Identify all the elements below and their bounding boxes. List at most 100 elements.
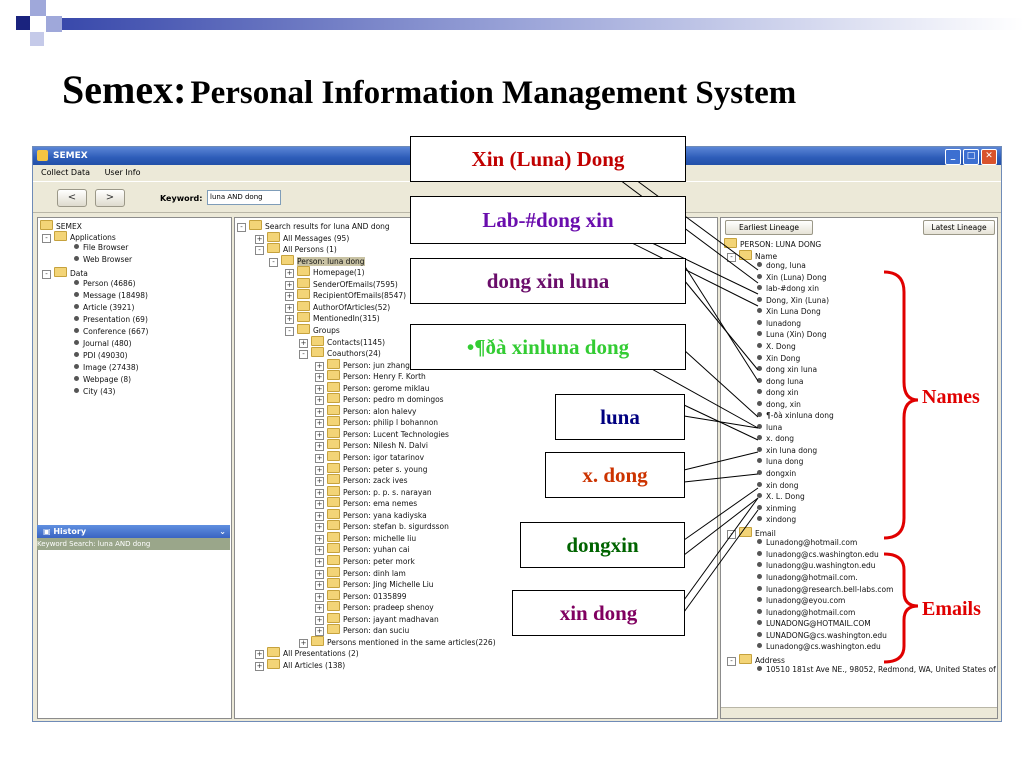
email-item[interactable]: Lunadong@cs.washington.edu <box>757 642 881 652</box>
tree-image[interactable]: Image (27438) <box>74 363 139 373</box>
collapse-icon[interactable]: - <box>727 252 736 262</box>
tree-message[interactable]: Message (18498) <box>74 291 148 301</box>
email-item[interactable]: Lunadong@hotmail.com <box>757 538 857 548</box>
tree-coauthor-person[interactable]: +Person: pedro m domingos <box>315 393 444 406</box>
name-item[interactable]: Xin (Luna) Dong <box>757 273 827 283</box>
expand-icon[interactable]: + <box>285 269 294 279</box>
expand-icon[interactable]: + <box>315 627 324 637</box>
tree-coauthor-person[interactable]: +Person: jun zhang <box>315 358 410 371</box>
tree-conference[interactable]: Conference (667) <box>74 327 148 337</box>
tree-all-presentations[interactable]: +All Presentations (2) <box>255 647 359 660</box>
tree-coauthor-person[interactable]: +Person: peter s. young <box>315 462 427 475</box>
tree-search-root[interactable]: -Search results for luna AND dong <box>237 220 390 232</box>
tree-coauthor-person[interactable]: +Person: igor tatarinov <box>315 451 424 463</box>
back-button[interactable]: < <box>57 189 87 207</box>
expand-icon[interactable]: + <box>299 338 308 348</box>
name-item[interactable]: lab-#dong xin <box>757 284 819 294</box>
email-item[interactable]: lunadong@hotmail.com. <box>757 573 858 583</box>
expand-icon[interactable]: + <box>315 361 324 371</box>
tree-prop[interactable]: +AuthorOfArticles(52) <box>285 300 390 313</box>
expand-icon[interactable]: + <box>315 546 324 556</box>
name-folder[interactable]: -Name <box>727 249 777 262</box>
collapse-icon[interactable]: - <box>269 257 278 267</box>
tree-coauthor-person[interactable]: +Person: Lucent Technologies <box>315 427 449 440</box>
name-item[interactable]: dong, luna <box>757 261 806 271</box>
expand-icon[interactable]: + <box>299 638 308 648</box>
name-item[interactable]: Luna (Xin) Dong <box>757 330 827 340</box>
tree-coauthor-person[interactable]: +Person: 0135899 <box>315 589 407 602</box>
expand-icon[interactable]: + <box>315 523 324 533</box>
tree-coauthor-person[interactable]: +Person: ema nemes <box>315 497 417 510</box>
email-item[interactable]: lunadong@u.washington.edu <box>757 561 875 571</box>
expand-icon[interactable]: + <box>255 234 264 244</box>
expand-icon[interactable]: + <box>315 500 324 510</box>
tree-web-browser[interactable]: Web Browser <box>74 255 132 265</box>
name-item[interactable]: dongxin <box>757 469 796 479</box>
name-item[interactable]: Xin Luna Dong <box>757 307 821 317</box>
email-item[interactable]: lunadong@research.bell-labs.com <box>757 585 893 595</box>
name-item[interactable]: xin luna dong <box>757 446 817 456</box>
name-item[interactable]: xinming <box>757 504 796 514</box>
name-item[interactable]: dong luna <box>757 377 803 387</box>
latest-lineage-button[interactable]: Latest Lineage <box>923 220 995 235</box>
tree-coauthor-person[interactable]: +Person: p. p. s. narayan <box>315 485 432 498</box>
tree-coauthor-person[interactable]: +Person: alon halevy <box>315 404 416 417</box>
tree-coauthors[interactable]: -Coauthors(24) <box>299 347 381 360</box>
address-folder[interactable]: -Address <box>727 653 785 666</box>
history-panel-header[interactable]: ▣ History ⌄ <box>37 525 230 538</box>
tree-prop[interactable]: +Homepage(1) <box>285 266 365 279</box>
menu-user-info[interactable]: User Info <box>104 168 141 177</box>
tree-groups[interactable]: -Groups <box>285 323 340 336</box>
expand-icon[interactable]: + <box>315 615 324 625</box>
earliest-lineage-button[interactable]: Earliest Lineage <box>725 220 813 235</box>
expand-icon[interactable]: + <box>285 280 294 290</box>
expand-icon[interactable]: + <box>315 488 324 498</box>
keyword-input[interactable]: luna AND dong <box>207 190 281 205</box>
expand-icon[interactable]: + <box>255 650 264 660</box>
close-icon[interactable]: ✕ <box>981 149 997 165</box>
collapse-icon[interactable]: - <box>727 656 736 666</box>
tree-coauthor-person[interactable]: +Person: michelle liu <box>315 531 416 544</box>
email-item[interactable]: lunadong@hotmail.com <box>757 608 855 618</box>
expand-icon[interactable]: + <box>315 477 324 487</box>
expand-icon[interactable]: + <box>315 373 324 383</box>
tree-all-persons[interactable]: -All Persons (1) <box>255 243 337 256</box>
expand-icon[interactable]: + <box>285 292 294 302</box>
name-item[interactable]: xindong <box>757 515 796 525</box>
tree-person[interactable]: Person (4686) <box>74 279 136 289</box>
expand-icon[interactable]: + <box>285 315 294 325</box>
expand-icon[interactable]: + <box>315 384 324 394</box>
tree-city[interactable]: City (43) <box>74 387 115 397</box>
tree-presentation[interactable]: Presentation (69) <box>74 315 148 325</box>
tree-coauthor-person[interactable]: +Person: Henry F. Korth <box>315 370 426 383</box>
name-item[interactable]: xin dong <box>757 481 799 491</box>
expand-icon[interactable]: + <box>315 592 324 602</box>
expand-icon[interactable]: + <box>315 569 324 579</box>
expand-icon[interactable]: + <box>315 430 324 440</box>
name-item[interactable]: X. Dong <box>757 342 796 352</box>
name-item[interactable]: ¶-ðà xinluna dong <box>757 411 834 421</box>
tree-file-browser[interactable]: File Browser <box>74 243 128 253</box>
person-header[interactable]: PERSON: LUNA DONG <box>724 238 821 250</box>
minimize-icon[interactable]: _ <box>945 149 961 165</box>
tree-coauthor-person[interactable]: +Person: philip l bohannon <box>315 416 438 429</box>
collapse-icon[interactable]: - <box>285 326 294 336</box>
tree-journal[interactable]: Journal (480) <box>74 339 132 349</box>
tree-coauthor-person[interactable]: +Person: peter mork <box>315 554 415 567</box>
tree-prop[interactable]: +MentionedIn(315) <box>285 312 380 325</box>
horizontal-scrollbar[interactable] <box>721 707 997 718</box>
collapse-icon[interactable]: - <box>42 270 51 279</box>
email-item[interactable]: LUNADONG@cs.washington.edu <box>757 631 887 641</box>
tree-all-messages[interactable]: +All Messages (95) <box>255 231 349 244</box>
name-item[interactable]: Dong, Xin (Luna) <box>757 296 829 306</box>
email-item[interactable]: lunadong@cs.washington.edu <box>757 550 879 560</box>
tree-coauthor-person[interactable]: +Person: zack ives <box>315 474 408 487</box>
tree-coauthor-person[interactable]: +Person: Jing Michelle Liu <box>315 578 434 591</box>
tree-coauthor-person[interactable]: +Person: stefan b. sigurdsson <box>315 520 449 533</box>
tree-coauthor-person[interactable]: +Person: dan suciu <box>315 624 409 637</box>
name-item[interactable]: X. L. Dong <box>757 492 805 502</box>
tree-prop[interactable]: +RecipientOfEmails(8547) <box>285 289 406 302</box>
expand-icon[interactable]: + <box>315 511 324 521</box>
collapse-icon[interactable]: - <box>42 234 51 243</box>
tree-all-articles[interactable]: +All Articles (138) <box>255 658 345 671</box>
